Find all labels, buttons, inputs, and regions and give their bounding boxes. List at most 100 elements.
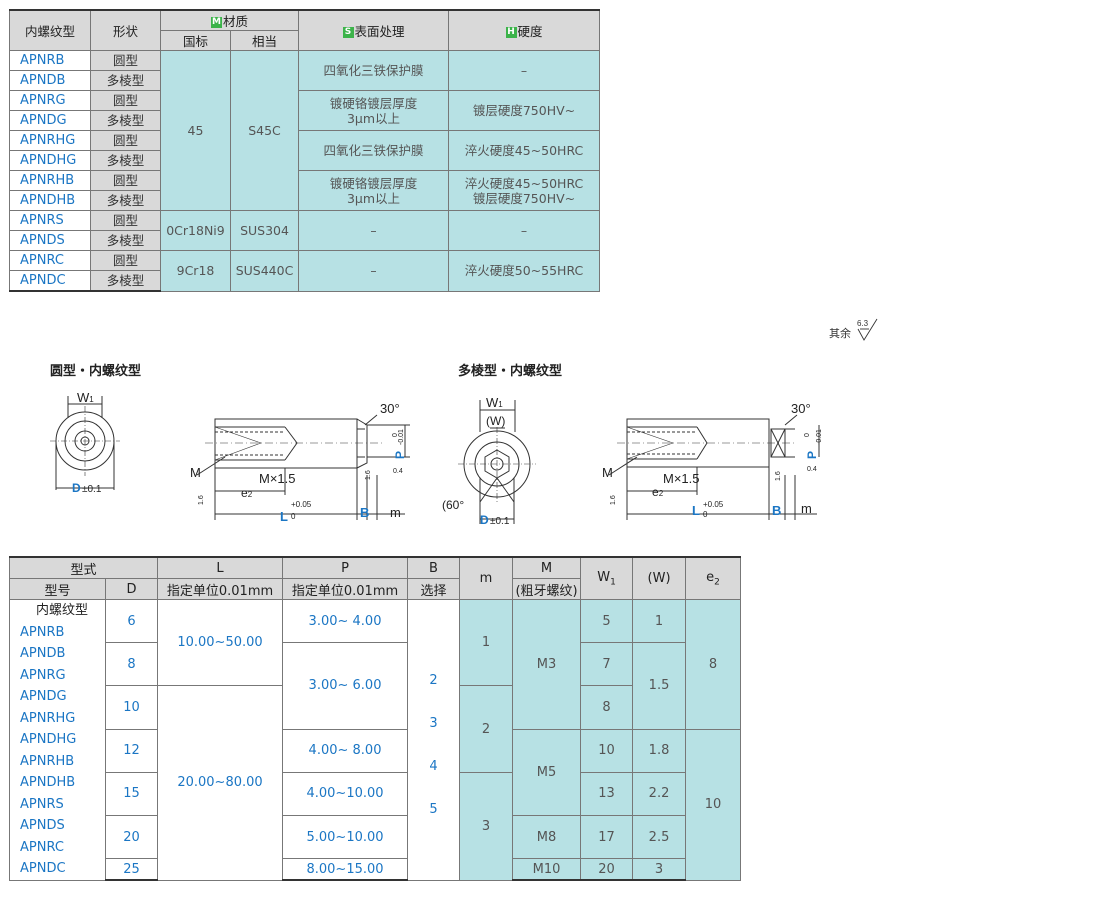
part-list: 内螺纹型 APNRB APNDB APNRG APNDG APNRHG APND… [9, 599, 106, 881]
round-end-view: W1 D ±0.1 [50, 390, 120, 495]
shape-cell: 圆型 [90, 50, 161, 71]
shape-cell: 多棱型 [90, 190, 161, 211]
m-cell: 1 [459, 598, 514, 687]
svg-text:6.3: 6.3 [857, 319, 869, 328]
header-M-sub: (粗牙螺纹) [512, 578, 582, 600]
surface-cell: – [298, 210, 450, 251]
list-item: APNRG [20, 667, 66, 683]
w1-cell: 7 [580, 641, 634, 687]
hardness-cell: 淬火硬度50~55HRC [448, 250, 601, 292]
part-cell: APNRHG [9, 130, 91, 151]
m-cell: 2 [459, 685, 514, 773]
header-W1: W1 [580, 556, 634, 600]
surface-cell: 镀硬铬镀层厚度 3μm以上 [298, 170, 450, 211]
thread-cell: M8 [512, 815, 582, 859]
header-L-sub: 指定单位0.01mm [157, 578, 284, 600]
part-cell: APNDC [9, 270, 91, 292]
header-P: P [282, 556, 409, 579]
svg-text:L: L [692, 503, 700, 518]
thread-cell: M5 [512, 728, 582, 816]
svg-text:P: P [805, 451, 819, 459]
svg-text:(60°: (60° [442, 498, 464, 512]
d-cell: 20 [104, 815, 159, 859]
header-M: M [512, 556, 582, 579]
m-cell: 3 [459, 771, 514, 881]
surface-badge: S [342, 27, 354, 38]
list-item: APNDS [20, 818, 65, 833]
list-item: APNRC [20, 839, 64, 855]
header-type: 内螺纹型 [9, 9, 91, 51]
svg-text:30°: 30° [380, 401, 400, 416]
svg-text:e2: e2 [241, 486, 253, 500]
polygon-type-title: 多棱型・内螺纹型 [458, 364, 563, 379]
w-cell: 2.2 [632, 771, 687, 817]
part-cell: APNDHG [9, 150, 91, 171]
surface-cell: 镀硬铬镀层厚度 3μm以上 [298, 90, 450, 131]
material-gb: 0Cr18Ni9 [160, 210, 231, 251]
svg-text:e2: e2 [652, 485, 664, 499]
l-cell: 20.00~80.00 [157, 685, 284, 881]
svg-text:L: L [280, 509, 288, 524]
roughness-symbol: 6.3 [857, 318, 878, 341]
svg-text:-0.01: -0.01 [398, 429, 405, 445]
hardness-cell: 淬火硬度45~50HRC [448, 130, 601, 171]
list-item: APNDHB [20, 775, 76, 790]
w1-cell: 20 [580, 858, 634, 881]
header-e2: e2 [685, 556, 742, 600]
shape-cell: 圆型 [90, 130, 161, 151]
w1-cell: 5 [580, 599, 634, 643]
svg-text:+0.05: +0.05 [703, 500, 724, 509]
hardness-cell: – [448, 50, 601, 91]
hardness-cell: 淬火硬度45~50HRC 镀层硬度750HV~ [448, 170, 601, 211]
svg-text:M: M [602, 465, 613, 480]
shape-cell: 圆型 [90, 170, 161, 191]
list-item: APNRHG [20, 710, 76, 726]
svg-text:±0.1: ±0.1 [490, 516, 510, 527]
material-equiv: SUS440C [229, 250, 300, 292]
shape-cell: 多棱型 [90, 110, 161, 131]
w-cell: 1.8 [632, 728, 687, 773]
list-item: APNRB [20, 624, 65, 640]
part-cell: APNDB [9, 70, 91, 91]
list-item: APNRHB [20, 753, 75, 769]
thread-cell: M3 [512, 599, 582, 730]
w1-cell: 10 [580, 728, 634, 773]
svg-text:D: D [480, 513, 489, 527]
p-cell: 5.00~10.00 [282, 815, 409, 859]
part-cell: APNRC [9, 250, 91, 271]
shape-cell: 圆型 [90, 250, 161, 271]
header-B: B [407, 556, 461, 579]
d-cell: 12 [104, 728, 159, 773]
w-cell: 3 [632, 858, 687, 881]
svg-text:0: 0 [291, 512, 296, 521]
header-m: m [459, 556, 514, 600]
polygon-end-view: W1 (W) (60° D ±0.1 [442, 395, 536, 527]
part-cell: APNDHB [9, 190, 91, 211]
svg-text:0: 0 [703, 510, 708, 519]
hardness-badge: H [505, 27, 517, 38]
header-P-sub: 指定单位0.01mm [282, 578, 409, 600]
roughness-note: 其余 [829, 327, 851, 340]
w-cell: 1.5 [632, 642, 687, 730]
e2-cell: 10 [685, 728, 742, 881]
w1-cell: 17 [580, 815, 634, 859]
thread-cell: M10 [512, 858, 582, 881]
svg-text:0.4: 0.4 [393, 468, 403, 475]
hardness-cell: 镀层硬度750HV~ [448, 90, 601, 131]
svg-text:P: P [393, 451, 407, 459]
header-model: 型号 [9, 578, 106, 600]
header-D: D [104, 578, 159, 600]
polygon-side-view: 30° M M×1.5 e2 L +0.05 0 B m P -0.01 0 0… [602, 401, 823, 520]
round-side-view: 30° M M×1.5 e2 L +0.05 0 B m P -0.01 0 0… [190, 401, 410, 524]
svg-text:1.6: 1.6 [775, 471, 782, 481]
svg-text:1.6: 1.6 [610, 495, 617, 505]
p-cell: 3.00~ 4.00 [282, 599, 409, 643]
p-cell: 3.00~ 6.00 [282, 642, 409, 730]
header-B-sub: 选择 [407, 578, 461, 600]
svg-text:30°: 30° [791, 401, 811, 416]
d-cell: 25 [104, 858, 159, 881]
svg-text:W1: W1 [486, 395, 503, 410]
dimensions-table: 型式 L P B m M W1 (W) e2 型号 D 指定单位0.01mm 指… [8, 556, 742, 881]
svg-text:0: 0 [392, 433, 399, 437]
